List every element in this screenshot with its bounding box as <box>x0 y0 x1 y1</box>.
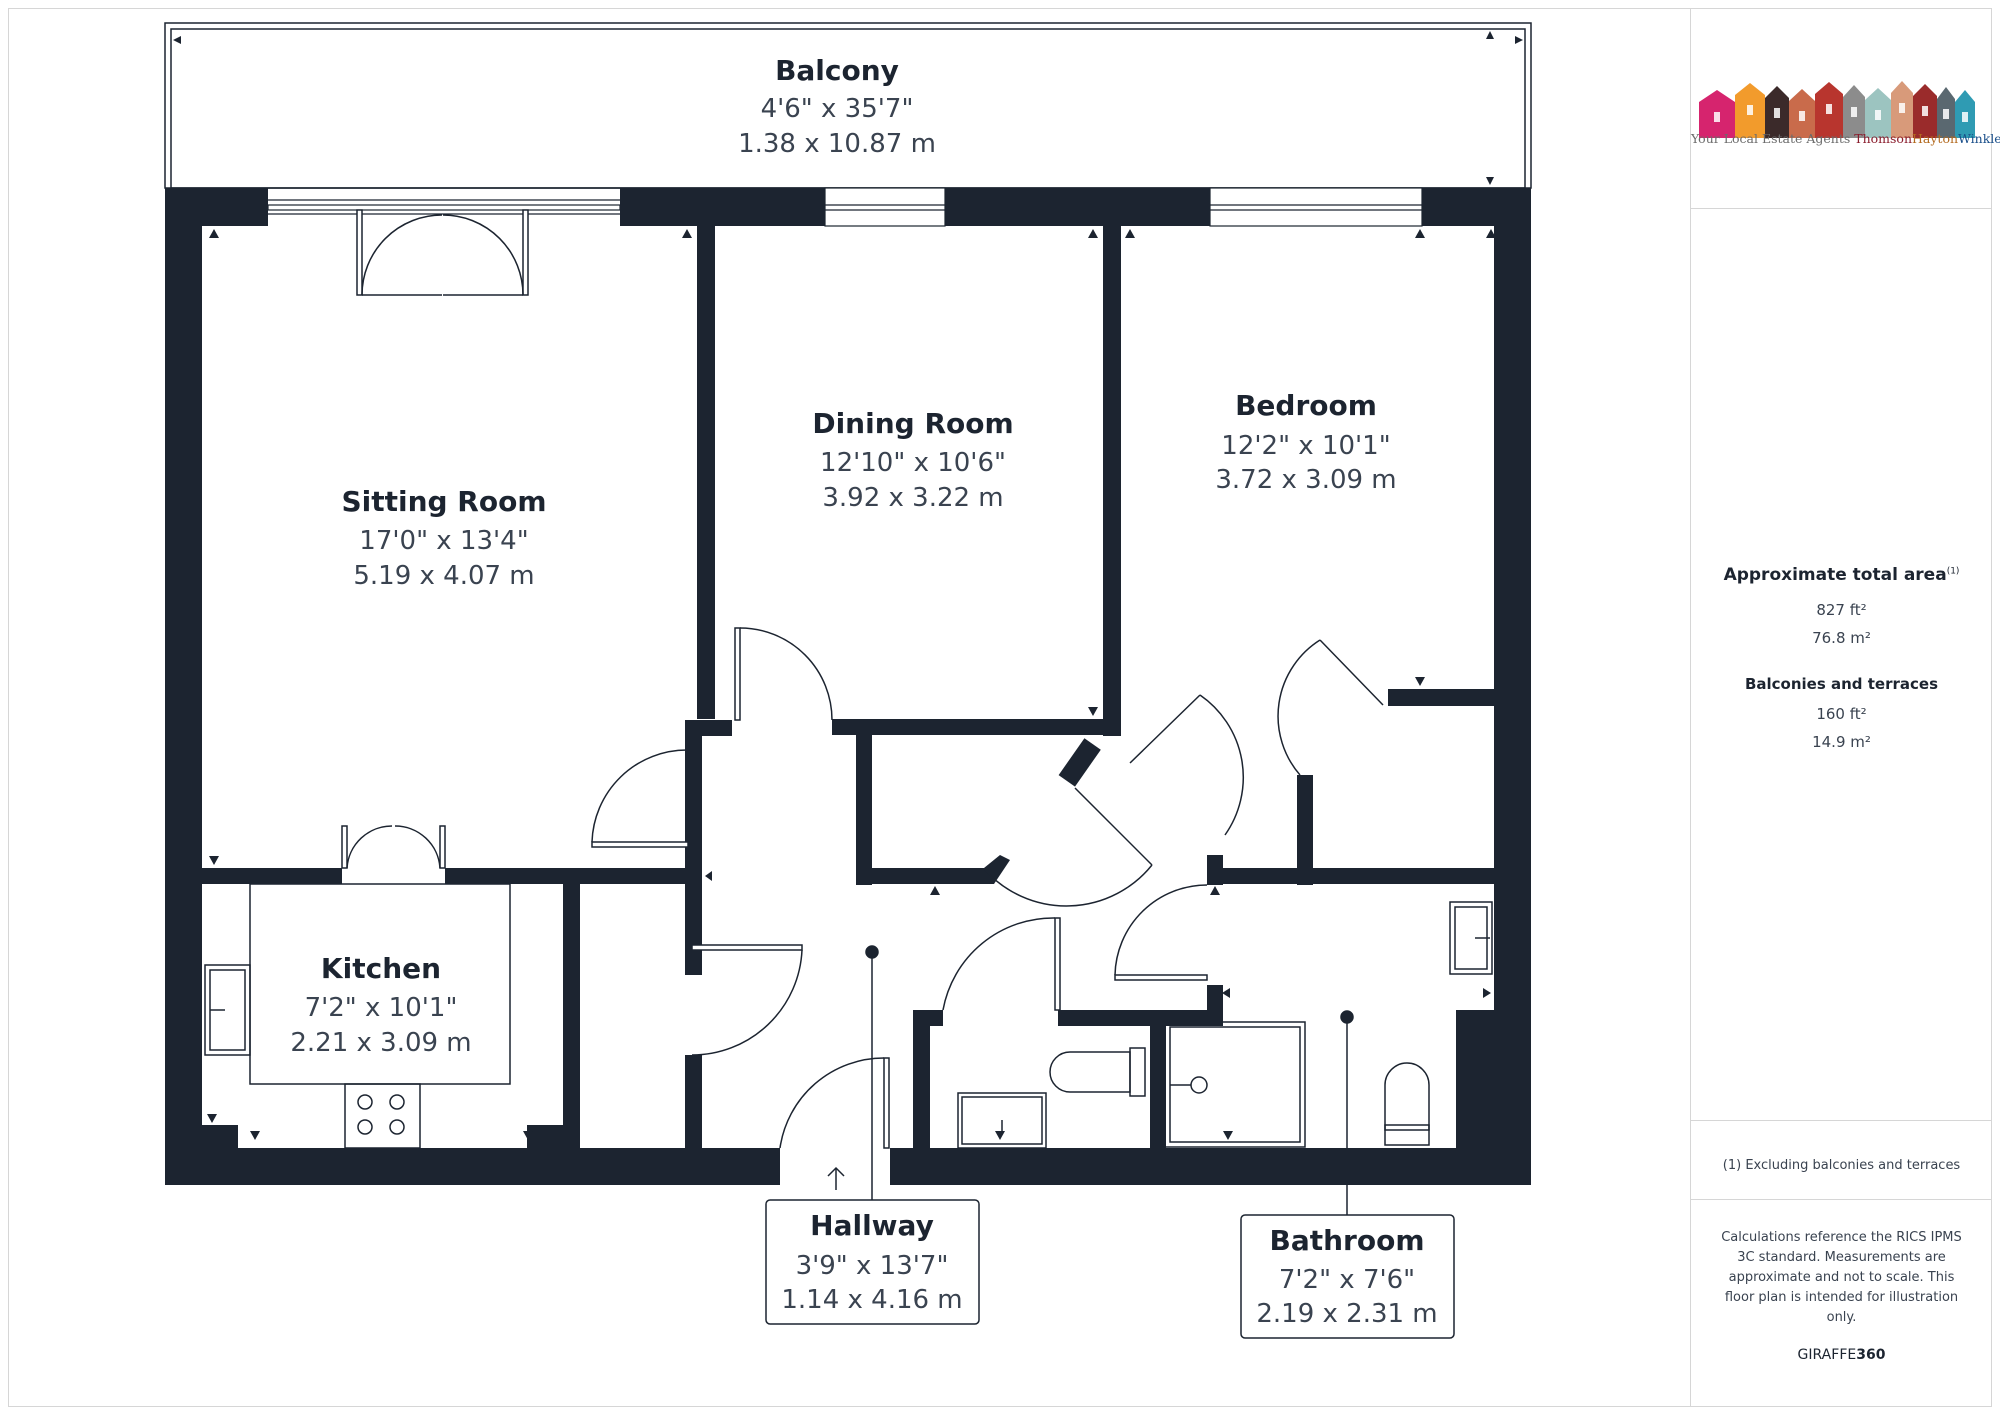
room-metric: 2.19 x 2.31 m <box>1256 1299 1437 1329</box>
logo-house-window <box>1799 111 1805 121</box>
area-footnote: (1) Excluding balconies and terraces <box>1722 1158 1961 1173</box>
room-label-hallway: Hallway 3'9" x 13'7" 1.14 x 4.16 m <box>781 1209 962 1315</box>
disclaimer: Calculations reference the RICS IPMS 3C … <box>1691 1228 1992 1328</box>
windows <box>267 187 1423 227</box>
doors <box>341 209 1384 1149</box>
room-name: Bedroom <box>1235 389 1377 422</box>
brand-name-winkley: Winkley <box>1958 131 2000 146</box>
total-area-m: 76.8 m² <box>1812 629 1871 647</box>
logo-house-window <box>1826 104 1832 114</box>
room-metric: 3.72 x 3.09 m <box>1215 465 1396 495</box>
disclaimer-line: approximate and not to scale. This <box>1728 1270 1955 1285</box>
balconies-m: 14.9 m² <box>1812 733 1871 751</box>
credit-number: 360 <box>1856 1347 1886 1363</box>
room-imperial: 7'2" x 7'6" <box>1279 1265 1415 1295</box>
room-label-dining: Dining Room 12'10" x 10'6" 3.92 x 3.22 m <box>812 407 1013 513</box>
logo-house-window <box>1714 112 1720 122</box>
credit-name: GIRAFFE <box>1797 1347 1857 1363</box>
logo-house-window <box>1962 112 1968 122</box>
logo-house-window <box>1747 105 1753 115</box>
balcony-dimension-arrows <box>173 31 1523 185</box>
room-name: Sitting Room <box>341 485 546 518</box>
label-leaders <box>865 945 1354 1215</box>
entrance-arrow-icon <box>827 1166 845 1190</box>
houses-logo-icon <box>1699 81 1975 138</box>
divider <box>1691 1199 1992 1200</box>
room-imperial: 3'9" x 13'7" <box>796 1251 949 1281</box>
total-area-footnote-mark: (1) <box>1946 566 1960 577</box>
brand-name-hayton: Hayton <box>1912 131 1959 146</box>
room-metric: 1.14 x 4.16 m <box>781 1285 962 1315</box>
logo-house-window <box>1899 103 1905 113</box>
page-frame <box>8 8 1992 1407</box>
room-imperial: 12'2" x 10'1" <box>1221 431 1390 461</box>
room-name: Hallway <box>810 1209 934 1242</box>
logo-house-window <box>1851 107 1857 117</box>
room-label-bedroom: Bedroom 12'2" x 10'1" 3.72 x 3.09 m <box>1215 389 1396 495</box>
disclaimer-line: floor plan is intended for illustration <box>1724 1290 1959 1305</box>
label-boxes <box>765 1199 1455 1339</box>
logo-house-window <box>1875 110 1881 120</box>
info-sidebar: Your Local Estate Agents ThomsonHaytonWi… <box>1690 8 2000 1407</box>
room-metric: 2.21 x 3.09 m <box>290 1028 471 1058</box>
room-label-kitchen: Kitchen 7'2" x 10'1" 2.21 x 3.09 m <box>290 952 471 1058</box>
divider <box>1691 1120 1992 1121</box>
room-imperial: 17'0" x 13'4" <box>359 526 528 556</box>
room-imperial: 12'10" x 10'6" <box>820 448 1006 478</box>
room-metric: 5.19 x 4.07 m <box>353 561 534 591</box>
disclaimer-line: 3C standard. Measurements are <box>1737 1250 1946 1265</box>
logo-house-window <box>1943 109 1949 119</box>
room-metric: 1.38 x 10.87 m <box>738 129 936 159</box>
room-name: Dining Room <box>812 407 1013 440</box>
window-lines <box>268 199 620 215</box>
room-name: Balcony <box>775 54 899 87</box>
disclaimer-line: only. <box>1826 1310 1857 1325</box>
balconies-ft: 160 ft² <box>1816 705 1867 723</box>
room-imperial: 4'6" x 35'7" <box>761 94 914 124</box>
total-area-label: Approximate total area <box>1723 565 1947 585</box>
brand-name-thomson: Thomson <box>1854 131 1913 146</box>
brand-tagline: Your Local Estate Agents <box>1691 131 1851 146</box>
dimension-arrows <box>207 229 1496 1140</box>
walls <box>165 188 1531 1185</box>
divider <box>1691 208 1992 209</box>
fixtures <box>204 883 1493 1149</box>
room-label-bathroom: Bathroom 7'2" x 7'6" 2.19 x 2.31 m <box>1256 1224 1437 1329</box>
room-name: Bathroom <box>1269 1224 1424 1257</box>
disclaimer-line: Calculations reference the RICS IPMS <box>1721 1230 1962 1245</box>
room-imperial: 7'2" x 10'1" <box>305 993 458 1023</box>
room-metric: 3.92 x 3.22 m <box>822 483 1003 513</box>
logo-house-window <box>1774 108 1780 118</box>
total-area-ft: 827 ft² <box>1816 601 1867 619</box>
floor-plan: Balcony 4'6" x 35'7" 1.38 x 10.87 m Sitt… <box>164 22 1532 1339</box>
brand-logo: Your Local Estate Agents ThomsonHaytonWi… <box>1691 8 2000 208</box>
credit: GIRAFFE360 <box>1691 1347 1992 1363</box>
room-label-balcony: Balcony 4'6" x 35'7" 1.38 x 10.87 m <box>738 54 936 159</box>
room-label-sitting: Sitting Room 17'0" x 13'4" 5.19 x 4.07 m <box>341 485 546 591</box>
room-name: Kitchen <box>321 952 441 985</box>
balconies-label: Balconies and terraces <box>1744 675 1939 693</box>
logo-house-window <box>1922 106 1928 116</box>
